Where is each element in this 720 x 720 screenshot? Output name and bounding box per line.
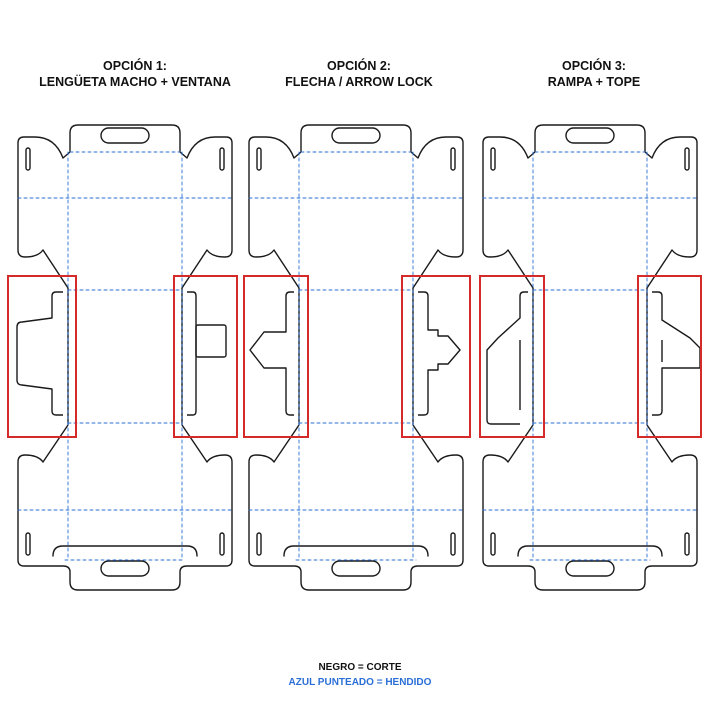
option-1-male-tab-cut xyxy=(16,291,227,416)
option-1-right-highlight xyxy=(173,275,238,438)
option-1-title-line2: LENGÜETA MACHO + VENTANA xyxy=(39,75,231,89)
option-1-title-line1: OPCIÓN 1: xyxy=(103,59,167,73)
option-2-arrow-lock-cut xyxy=(249,291,461,416)
option-2-title-line1: OPCIÓN 2: xyxy=(327,59,391,73)
option-3-left-highlight xyxy=(479,275,545,438)
option-2-dieline xyxy=(243,124,471,591)
option-3-title: OPCIÓN 3: RAMPA + TOPE xyxy=(494,58,694,90)
option-3-title-line1: OPCIÓN 3: xyxy=(562,59,626,73)
option-3-dieline xyxy=(479,124,702,591)
option-1-title: OPCIÓN 1: LENGÜETA MACHO + VENTANA xyxy=(35,58,235,90)
option-1-left-highlight xyxy=(7,275,77,438)
option-2-right-highlight xyxy=(401,275,471,438)
legend-cut-label: NEGRO = CORTE xyxy=(318,662,402,673)
legend-crease-label: AZUL PUNTEADO = HENDIDO xyxy=(288,677,432,688)
option-2-title: OPCIÓN 2: FLECHA / ARROW LOCK xyxy=(259,58,459,90)
option-3-ramp-stop-cut xyxy=(486,291,701,425)
option-3-title-line2: RAMPA + TOPE xyxy=(547,75,641,89)
option-2-title-line2: FLECHA / ARROW LOCK xyxy=(285,75,433,89)
option-3-right-highlight xyxy=(637,275,702,438)
option-2-left-highlight xyxy=(243,275,309,438)
option-1-dieline xyxy=(7,124,238,591)
